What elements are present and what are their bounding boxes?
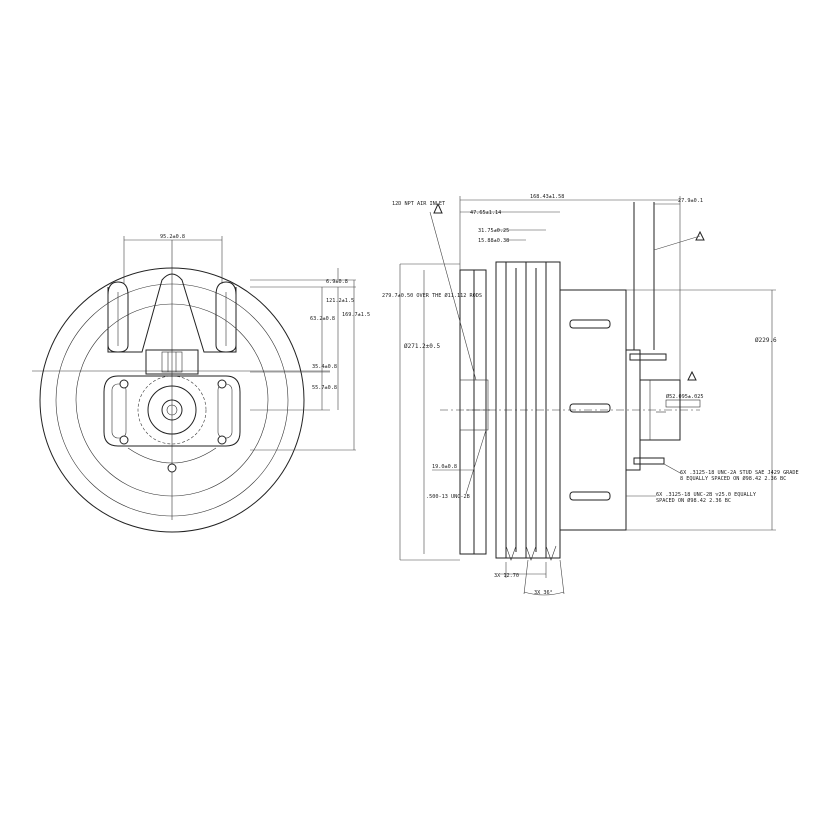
dim-19-label: 19.0±0.8 (432, 464, 457, 470)
tap-note: 6X .3125-18 UNC-2B ▽25.0 EQUALLY SPACED … (656, 492, 756, 504)
stud-note: 6X .3125-18 UNC-2A STUD SAE J429 GRADE 8… (680, 470, 799, 482)
stud-top (569, 319, 611, 329)
bolt-hole-bl (119, 435, 129, 445)
dia-229-label: Ø229.6 (755, 337, 777, 344)
left-slot (107, 281, 129, 353)
dim-top-label: 6.9±0.8 (326, 279, 348, 285)
dim-121-label: 121.2±1.5 (326, 298, 354, 304)
center-block (145, 349, 199, 375)
dim-31-label: 31.75±0.25 (478, 228, 509, 234)
hub-shaft (639, 379, 681, 441)
front-view: 95.2±0.8 6.9±0.8 121.2±1.5 169.7±1.5 63.… (32, 234, 370, 533)
stud-bottom (569, 491, 611, 501)
hub-bore (161, 399, 183, 421)
dia-hub-label: Ø52.095±.025 (666, 393, 703, 400)
dim-63-label: 63.2±0.8 (310, 316, 335, 322)
bolt-hole-bottom (167, 463, 177, 473)
dim-15-label: 15.88±0.38 (478, 238, 509, 244)
dia-bore-label: 279.7±0.50 OVER THE Ø11.112 RODS (382, 292, 482, 299)
dim-groove-label: 3X 12.70 (494, 573, 519, 579)
dia-271-label: Ø271.2±0.5 (404, 343, 441, 350)
inner-pulley-circle (75, 303, 269, 497)
bolt-hole-tr (217, 379, 227, 389)
hub-bolt-circle (137, 375, 207, 445)
outer-pulley-circle (39, 267, 305, 533)
pulley-groove-circle (55, 283, 289, 517)
dim-35-label: 35.4±0.8 (312, 364, 337, 370)
dim-width-label: 95.2±0.8 (160, 234, 185, 240)
right-slot (215, 281, 237, 353)
dim-27-label: 27.9±0.1 (678, 198, 703, 204)
air-inlet-note: 12D NPT AIR INLET (392, 201, 445, 207)
surface-finish-symbol (433, 202, 443, 214)
dim-55-label: 55.7±0.8 (312, 385, 337, 391)
dim-47-label: 47.65±1.14 (470, 210, 501, 216)
bolt-hole-tl (119, 379, 129, 389)
bolt-hole-br (217, 435, 227, 445)
bracket-body (107, 273, 237, 353)
thread-500-label: .500-13 UNC-2B (426, 494, 470, 500)
dim-overall-label: 168.43±1.58 (530, 194, 564, 200)
mounting-plate (103, 375, 241, 447)
dim-angle-label: 3X 36° (534, 590, 553, 596)
front-plate (459, 269, 475, 555)
dim-169-label: 169.7±1.5 (342, 312, 370, 318)
stud-middle (569, 403, 611, 413)
side-view: 168.43±1.58 27.9±0.1 47.65±1.14 31.75±0.… (382, 194, 799, 596)
hub-outer (147, 385, 197, 435)
